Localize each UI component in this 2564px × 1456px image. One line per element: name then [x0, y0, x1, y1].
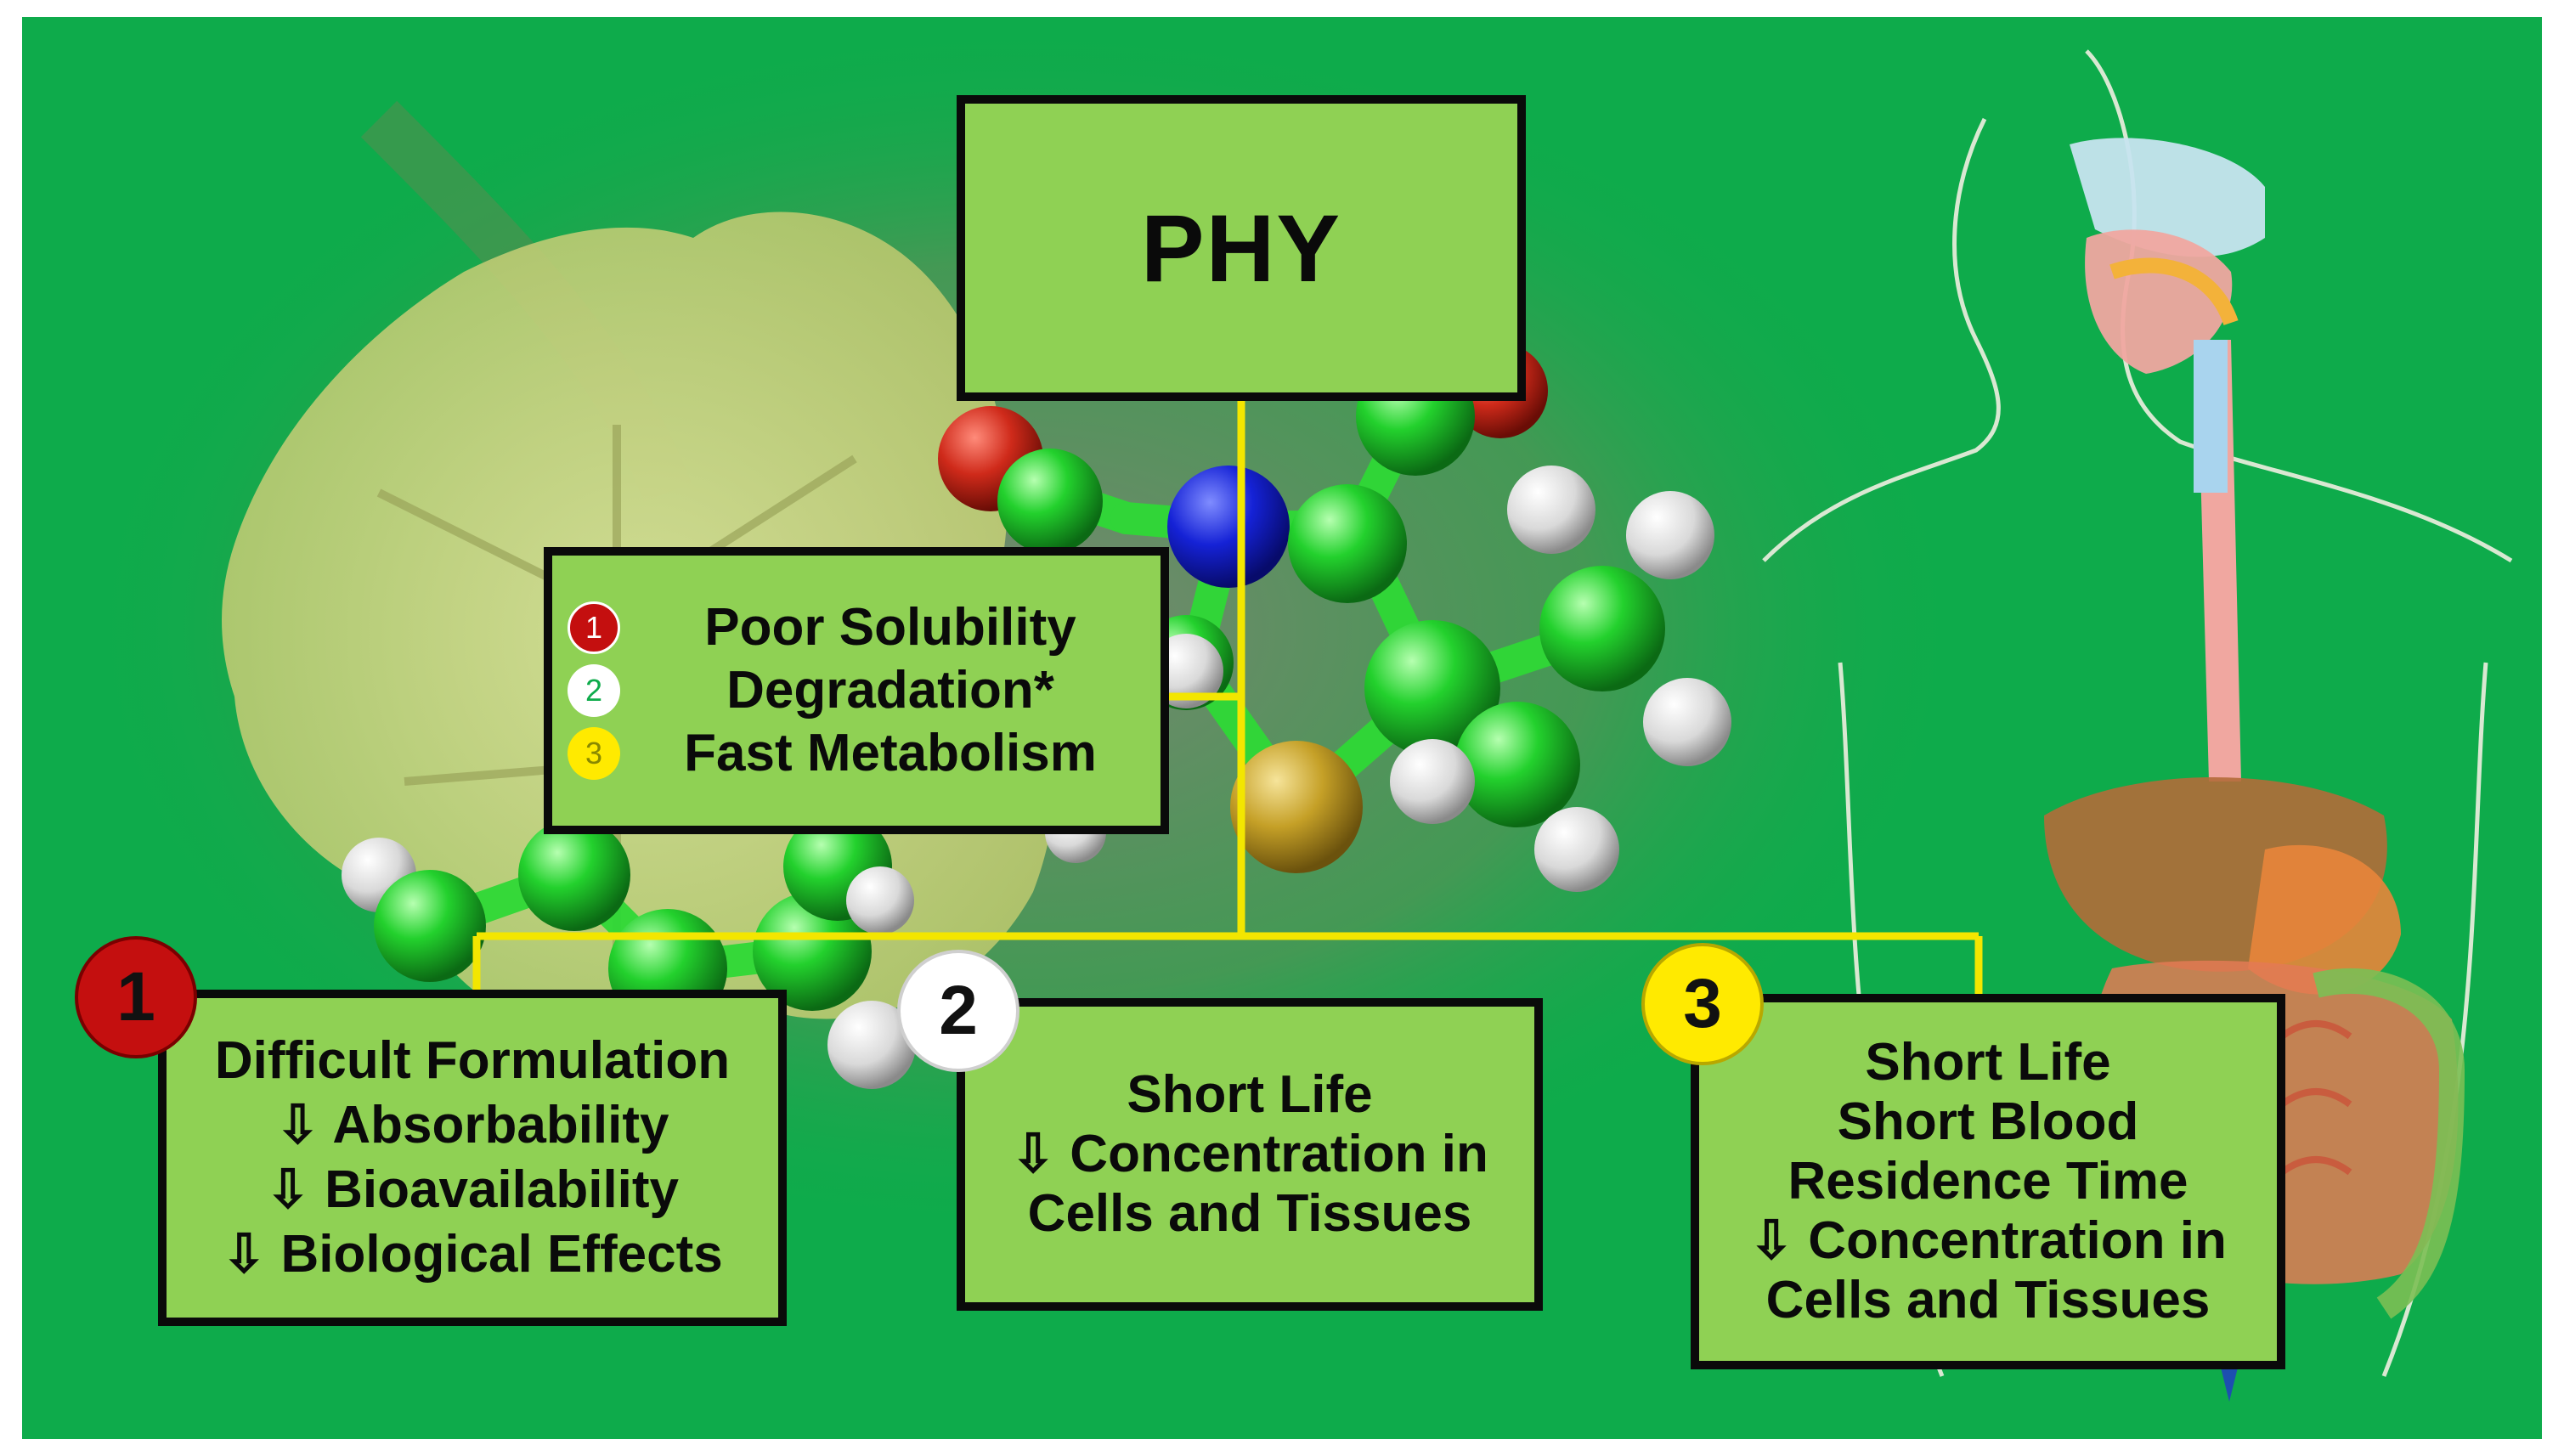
- outcome-line: Short Life: [1127, 1065, 1373, 1124]
- problem-item-solubility: 1 Poor Solubility: [568, 596, 1161, 659]
- number-badge-1: 1: [568, 601, 620, 654]
- phy-title-box: PHY: [957, 95, 1526, 401]
- outcome-line: Cells and Tissues: [1765, 1271, 2211, 1329]
- problem-label: Poor Solubility: [704, 598, 1076, 657]
- outcome-line: ⇩ Concentration in: [1011, 1125, 1488, 1183]
- outcome-line: ⇩ Concentration in: [1749, 1211, 2227, 1270]
- connector-lines: [472, 401, 1983, 994]
- outcome-line: Difficult Formulation: [214, 1031, 731, 1090]
- outcome-badge-1: 1: [75, 936, 197, 1058]
- outcome-line: Residence Time: [1787, 1152, 2188, 1211]
- outcome-line: ⇩ Absorbability: [275, 1096, 669, 1154]
- outcome-box-2: Short Life ⇩ Concentration in Cells and …: [957, 998, 1543, 1311]
- outcome-box-1: Difficult Formulation ⇩ Absorbability ⇩ …: [158, 990, 787, 1326]
- number-badge-3: 3: [568, 727, 620, 780]
- problem-label: Fast Metabolism: [684, 724, 1097, 782]
- outcome-line: Short Life: [1865, 1033, 2111, 1092]
- outcome-line: ⇩ Biological Effects: [222, 1225, 723, 1284]
- problem-item-degradation: 2 Degradation*: [568, 659, 1161, 722]
- problem-item-metabolism: 3 Fast Metabolism: [568, 722, 1161, 785]
- number-badge-2: 2: [568, 664, 620, 717]
- diagram-canvas: PHY 1 Poor Solubility 2 Degradation* 3 F…: [22, 17, 2542, 1439]
- phy-title: PHY: [1140, 195, 1342, 302]
- outcome-line: Short Blood: [1837, 1092, 2139, 1151]
- outcome-line: ⇩ Bioavailability: [265, 1160, 680, 1219]
- outcome-badge-3: 3: [1641, 943, 1764, 1065]
- problem-label: Degradation*: [726, 661, 1054, 720]
- outcome-line: Cells and Tissues: [1027, 1184, 1472, 1243]
- problems-box: 1 Poor Solubility 2 Degradation* 3 Fast …: [544, 547, 1169, 834]
- outcome-box-3: Short Life Short Blood Residence Time ⇩ …: [1691, 994, 2285, 1369]
- outcome-badge-2: 2: [897, 950, 1019, 1072]
